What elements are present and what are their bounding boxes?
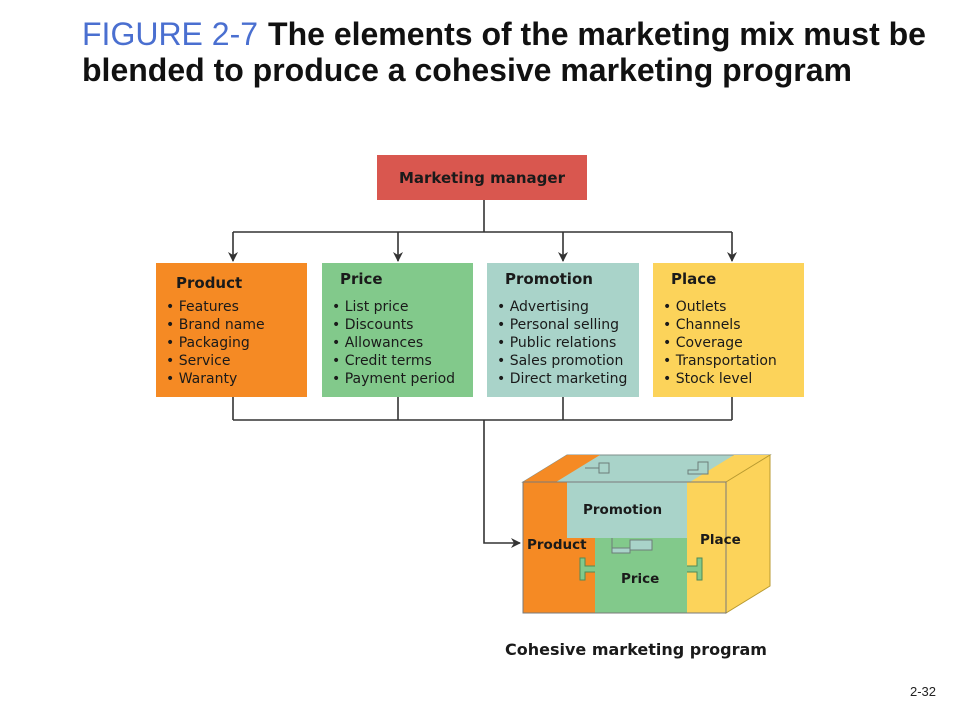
price-item: • Allowances (332, 335, 423, 351)
manager-box-fill (377, 155, 587, 200)
place-heading: Place (671, 270, 716, 288)
promotion-item: • Sales promotion (497, 353, 623, 369)
slide-number: 2-32 (909, 684, 936, 699)
bottom-connectors (232, 397, 733, 548)
promotion-item: • Public relations (497, 335, 616, 351)
promotion-item: • Advertising (497, 299, 589, 315)
promotion-box-fill (487, 263, 639, 397)
product-heading: Product (176, 274, 242, 292)
manager-label: Marketing manager (399, 169, 566, 187)
promotion-heading: Promotion (505, 270, 593, 288)
mix-box-promotion: Promotion • Advertising • Personal selli… (487, 263, 639, 397)
cube-label-price: Price (621, 571, 659, 587)
product-item: • Waranty (166, 371, 237, 387)
place-item: • Coverage (663, 335, 743, 351)
cube-caption: Cohesive marketing program (505, 640, 767, 659)
price-heading: Price (340, 270, 383, 288)
cube-label-place: Place (700, 532, 741, 548)
place-item: • Transportation (663, 353, 777, 369)
cohesive-program-cube: Promotion Product Place Price (521, 454, 772, 614)
price-place-tab (687, 557, 703, 581)
price-item: • Payment period (332, 371, 455, 387)
promotion-item: • Direct marketing (497, 371, 627, 387)
cube-top-notch-right (687, 461, 709, 475)
product-box-fill (156, 263, 307, 397)
cube-top-product (523, 455, 600, 482)
price-item: • List price (332, 299, 408, 315)
cube-top-notch-left (585, 462, 610, 474)
product-item: • Packaging (166, 335, 250, 351)
place-box-fill (653, 263, 804, 397)
cube-label-product: Product (527, 537, 587, 553)
price-item: • Discounts (332, 317, 413, 333)
cube-front-place (687, 482, 726, 613)
place-item: • Channels (663, 317, 741, 333)
figure-label: FIGURE 2-7 (82, 16, 259, 52)
product-item: • Features (166, 299, 239, 315)
price-box-fill (322, 263, 473, 397)
product-price-tab (579, 557, 595, 581)
cube-label-promotion: Promotion (583, 502, 662, 518)
top-connectors (228, 200, 737, 262)
promotion-price-tab-end (629, 539, 653, 551)
cube-front-promotion (567, 482, 687, 538)
place-item: • Stock level (663, 371, 752, 387)
mix-box-place: Place • Outlets • Channels • Coverage • … (653, 263, 804, 397)
product-item: • Service (166, 353, 230, 369)
product-item: • Brand name (166, 317, 265, 333)
promotion-item: • Personal selling (497, 317, 619, 333)
title-text: The elements of the marketing mix must b… (82, 16, 926, 88)
mix-box-product: Product • Features • Brand name • Packag… (156, 263, 307, 397)
arrow-to-cube (483, 420, 521, 548)
marketing-manager-box: Marketing manager (377, 155, 587, 200)
mix-box-price: Price • List price • Discounts • Allowan… (322, 263, 473, 397)
cube-front-outline (522, 481, 727, 614)
place-item: • Outlets (663, 299, 726, 315)
cube-top-place (690, 455, 770, 482)
price-item: • Credit terms (332, 353, 432, 369)
